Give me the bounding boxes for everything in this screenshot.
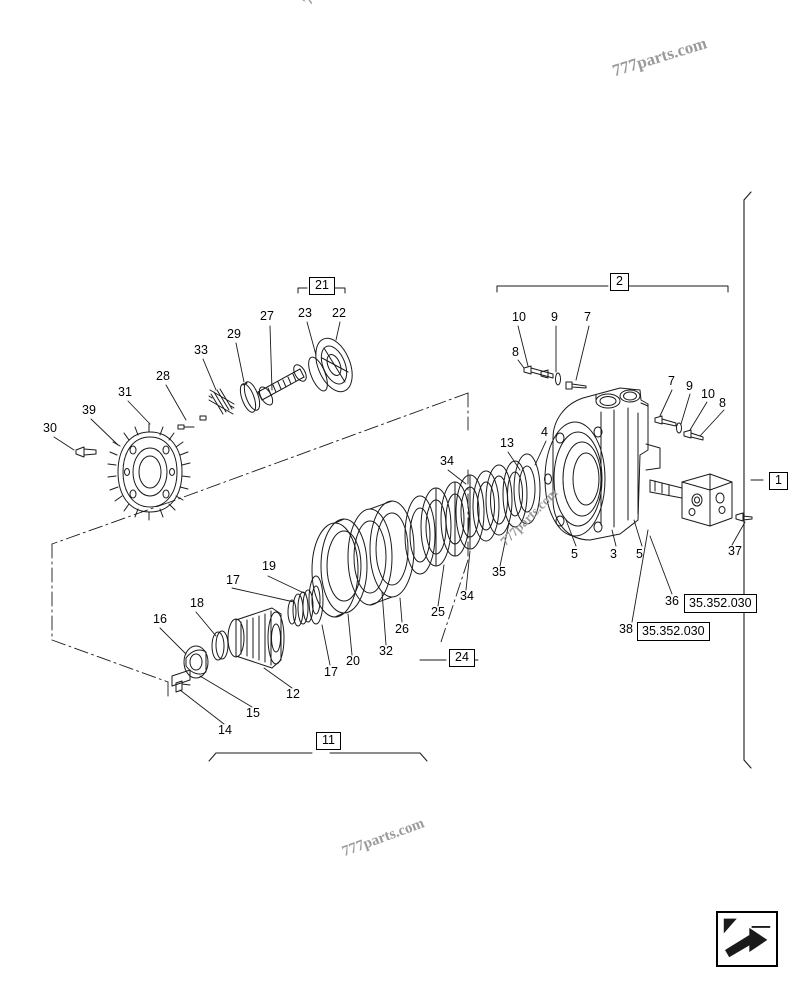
callout-13: 13 xyxy=(500,436,514,450)
group-box-24[interactable]: 24 xyxy=(449,649,475,667)
callout-32: 32 xyxy=(379,644,393,658)
callout-8-right: 8 xyxy=(719,396,726,410)
group-box-2[interactable]: 2 xyxy=(610,273,629,291)
callout-7-left: 7 xyxy=(584,310,591,324)
callout-27: 27 xyxy=(260,309,274,323)
callout-31: 31 xyxy=(118,385,132,399)
callout-18: 18 xyxy=(190,596,204,610)
callout-4: 4 xyxy=(541,425,548,439)
callout-25: 25 xyxy=(431,605,445,619)
callout-29: 29 xyxy=(227,327,241,341)
callout-34-lower: 34 xyxy=(460,589,474,603)
code-ref-36[interactable]: 35.352.030 xyxy=(684,594,757,613)
callout-22: 22 xyxy=(332,306,346,320)
callout-9-right: 9 xyxy=(686,379,693,393)
callout-37: 37 xyxy=(728,544,742,558)
callout-10-left: 10 xyxy=(512,310,526,324)
group-box-21[interactable]: 21 xyxy=(309,277,335,295)
callout-3: 3 xyxy=(610,547,617,561)
group-box-1[interactable]: 1 xyxy=(769,472,788,490)
callout-39: 39 xyxy=(82,403,96,417)
callout-7-right: 7 xyxy=(668,374,675,388)
callout-5-right: 5 xyxy=(636,547,643,561)
callout-16: 16 xyxy=(153,612,167,626)
callout-30: 30 xyxy=(43,421,57,435)
callout-35: 35 xyxy=(492,565,506,579)
callout-34-upper: 34 xyxy=(440,454,454,468)
callout-17-upper: 17 xyxy=(226,573,240,587)
callout-8-left: 8 xyxy=(512,345,519,359)
orientation-arrow-icon xyxy=(716,911,778,967)
callout-20: 20 xyxy=(346,654,360,668)
callout-5-left: 5 xyxy=(571,547,578,561)
callout-15: 15 xyxy=(246,706,260,720)
code-ref-38[interactable]: 35.352.030 xyxy=(637,622,710,641)
callout-17-lower: 17 xyxy=(324,665,338,679)
callout-14: 14 xyxy=(218,723,232,737)
callout-28: 28 xyxy=(156,369,170,383)
callout-12: 12 xyxy=(286,687,300,701)
callout-23: 23 xyxy=(298,306,312,320)
callout-36: 36 xyxy=(665,594,679,608)
group-box-11[interactable]: 11 xyxy=(316,732,341,750)
callout-19: 19 xyxy=(262,559,276,573)
callout-33: 33 xyxy=(194,343,208,357)
callout-10-right: 10 xyxy=(701,387,715,401)
callout-26: 26 xyxy=(395,622,409,636)
callout-9-left: 9 xyxy=(551,310,558,324)
callout-38: 38 xyxy=(619,622,633,636)
